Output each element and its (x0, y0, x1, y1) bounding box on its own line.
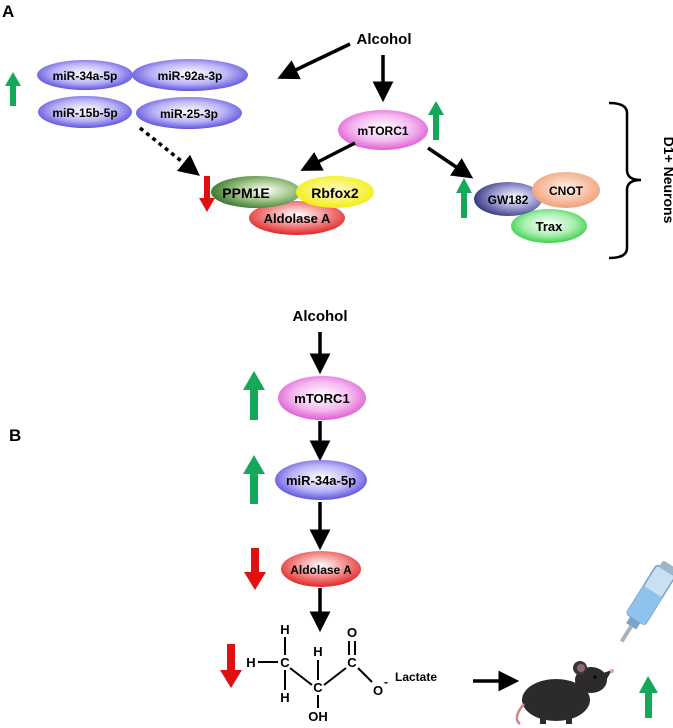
struct-h-top1: H (280, 622, 289, 637)
d1-neurons-label: D1+ Neurons (661, 137, 673, 224)
mirna-node-b: miR-34a-5p (275, 460, 367, 500)
mirna-label-2: miR-92a-3p (158, 69, 223, 83)
trax-label: Trax (536, 219, 564, 234)
mouse-illustration (515, 661, 614, 725)
up-arrow-mtorc1-b (243, 371, 265, 420)
down-arrow-lactate-b (220, 644, 242, 688)
struct-oh: OH (308, 709, 328, 724)
mtorc1-node-b: mTORC1 (278, 376, 366, 420)
struct-o-right: O (373, 683, 383, 698)
up-arrow-mirna-b (243, 455, 265, 504)
alcohol-label-a: Alcohol (357, 31, 412, 48)
rbfox2-label: Rbfox2 (311, 185, 359, 201)
d1-neurons-bracket (608, 101, 642, 260)
mtorc1-label-b: mTORC1 (294, 391, 349, 406)
lactate-structure: H C H H C H OH C O O - (246, 622, 388, 724)
arrow-mtorc1-to-risc (427, 146, 474, 179)
mirna-label-3: miR-15b-5p (52, 106, 117, 120)
up-arrow-drinking (639, 676, 658, 718)
down-arrow-aldolase-b (244, 548, 266, 590)
up-arrow-mtorc1 (428, 101, 444, 140)
aldolase-label-a: Aldolase A (264, 211, 331, 226)
mirna-label-b: miR-34a-5p (286, 473, 356, 488)
panel-b-label: B (9, 426, 21, 445)
struct-c2: C (313, 680, 323, 695)
struct-charge: - (384, 675, 388, 689)
trax-node: Trax (511, 209, 587, 243)
ppm1e-label: PPM1E (222, 185, 269, 201)
mirna-cluster: miR-34a-5p miR-92a-3p miR-15b-5p miR-25-… (37, 59, 248, 129)
up-arrow-mirnas (5, 72, 21, 106)
struct-h-left: H (246, 655, 255, 670)
alcohol-label-b: Alcohol (293, 308, 348, 325)
mirna-node-3: miR-15b-5p (38, 96, 132, 128)
mirna-node-4: miR-25-3p (136, 97, 242, 129)
lactate-label: Lactate (395, 670, 437, 684)
gw182-label: GW182 (488, 193, 529, 207)
aldolase-node-b: Aldolase A (281, 551, 361, 587)
struct-o-top: O (347, 625, 357, 640)
struct-h-top2: H (313, 644, 322, 659)
dotted-arrow-mirnas-to-targets (138, 126, 200, 176)
struct-h-bottom: H (280, 690, 289, 705)
mtorc1-label-a: mTORC1 (357, 124, 408, 138)
down-arrow-targets (199, 176, 215, 212)
cnot-label: CNOT (549, 184, 584, 198)
arrow-mtorc1-to-targets (300, 141, 356, 171)
gw182-node: GW182 (474, 182, 542, 216)
panel-a-label: A (2, 2, 14, 21)
water-bottle-illustration (619, 560, 673, 643)
cnot-node: CNOT (532, 172, 600, 208)
aldolase-node-a: Aldolase A (249, 201, 345, 235)
mirna-label-4: miR-25-3p (160, 107, 218, 121)
ppm1e-node: PPM1E (211, 176, 301, 208)
struct-c3: C (347, 655, 357, 670)
risc-complex: Trax GW182 CNOT (474, 172, 600, 243)
aldolase-label-b: Aldolase A (290, 563, 352, 577)
struct-c1: C (280, 655, 290, 670)
rbfox2-node: Rbfox2 (296, 176, 374, 208)
up-arrow-risc (456, 178, 472, 218)
mtorc1-node-a: mTORC1 (338, 110, 428, 150)
arrow-alcohol-to-mirnas (277, 42, 351, 80)
target-complex: Aldolase A PPM1E Rbfox2 (211, 176, 374, 235)
mirna-node-2: miR-92a-3p (132, 59, 248, 91)
mirna-label-1: miR-34a-5p (53, 69, 118, 83)
mirna-node-1: miR-34a-5p (37, 60, 133, 90)
